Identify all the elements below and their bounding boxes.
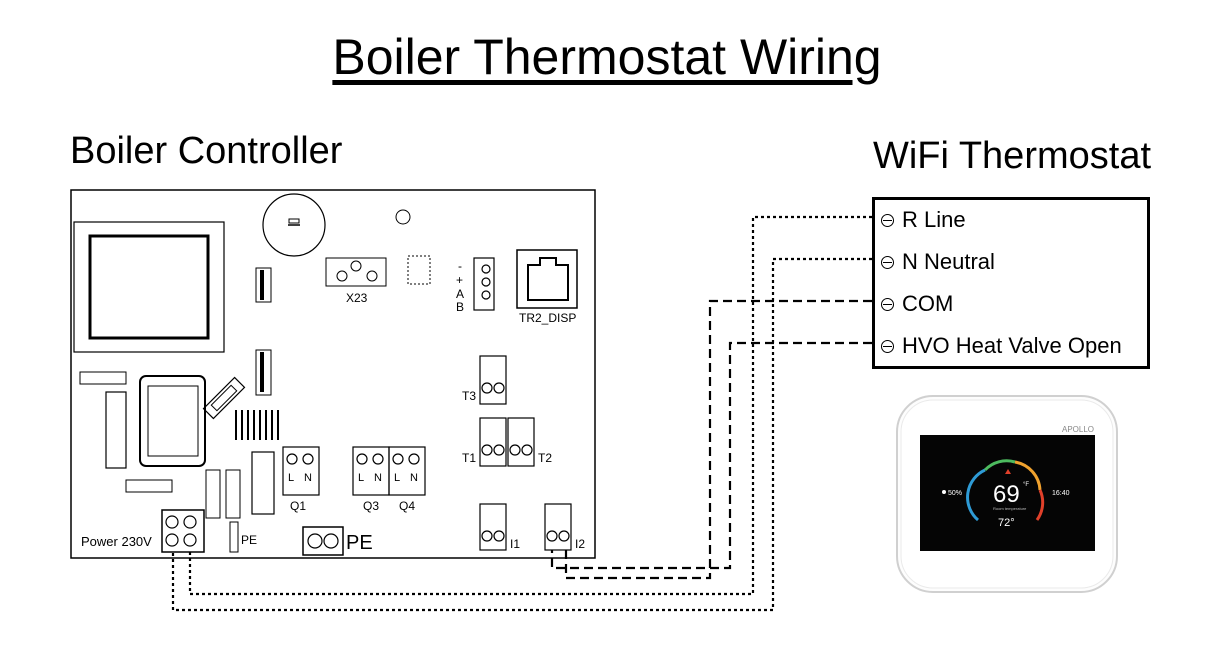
q1-l-label: L <box>288 472 294 484</box>
terminal-com: COM <box>881 291 953 317</box>
tr2-disp-label: TR2_DISP <box>519 311 576 325</box>
wire-com <box>564 299 872 580</box>
screw-icon <box>881 255 894 269</box>
q3-l-label: L <box>358 472 364 484</box>
terminal-label: COM <box>902 291 954 316</box>
t2-label: T2 <box>538 451 552 465</box>
q1-n-label: N <box>304 472 312 484</box>
bus-pin-a: A <box>456 287 464 301</box>
t1-label: T1 <box>462 451 476 465</box>
device-sublabel: Room temperature <box>993 506 1027 511</box>
q3-n-label: N <box>374 472 382 484</box>
wires <box>171 215 872 612</box>
terminal-label: R Line <box>902 207 966 232</box>
terminal-hvo: HVO Heat Valve Open <box>881 333 1122 359</box>
q4-label: Q4 <box>399 499 415 513</box>
device-set-temp: 69 <box>993 481 1020 508</box>
pe-label: PE <box>346 532 373 554</box>
wifi-thermostat-terminal-block: R Line N Neutral COM HVO Heat Valve Open <box>872 197 1150 369</box>
boiler-controller-board <box>70 189 596 559</box>
bus-pin-plus: + <box>456 273 463 287</box>
device-brand: APOLLO <box>1062 425 1094 434</box>
boiler-controller-label: Boiler Controller <box>70 130 343 172</box>
screw-icon <box>881 339 894 353</box>
device-unit: °F <box>1023 482 1029 488</box>
i2-label: I2 <box>575 537 585 551</box>
thermostat-device: APOLLO 69 °F Room temperature 72° 50% 16… <box>896 395 1118 593</box>
device-room-temp: 72° <box>998 517 1015 529</box>
wifi-thermostat-label: WiFi Thermostat <box>873 135 1152 177</box>
pe-small-label: PE <box>241 533 257 547</box>
device-screen <box>920 435 1095 551</box>
q1-label: Q1 <box>290 499 306 513</box>
terminal-label: HVO Heat Valve Open <box>902 333 1122 358</box>
bus-pin-minus: - <box>458 259 462 273</box>
q4-l-label: L <box>394 472 400 484</box>
q4-n-label: N <box>410 472 418 484</box>
wire-r-line <box>188 215 872 596</box>
device-humidity: 50% <box>948 490 962 497</box>
screw-icon <box>881 213 894 227</box>
page-title: Boiler Thermostat Wiring <box>332 29 882 85</box>
screw-terminals <box>165 264 570 549</box>
i1-label: I1 <box>510 537 520 551</box>
terminal-n-neutral: N Neutral <box>881 249 995 275</box>
bus-pin-b: B <box>456 300 464 314</box>
wire-hvo <box>550 341 872 570</box>
power-label: Power 230V <box>81 534 152 549</box>
wire-n-neutral <box>171 257 872 612</box>
terminal-r-line: R Line <box>881 207 966 233</box>
x23-label: X23 <box>346 291 368 305</box>
t3-label: T3 <box>462 389 476 403</box>
terminal-label: N Neutral <box>902 249 995 274</box>
q3-label: Q3 <box>363 499 379 513</box>
screw-icon <box>881 297 894 311</box>
device-time: 16:40 <box>1052 490 1070 497</box>
